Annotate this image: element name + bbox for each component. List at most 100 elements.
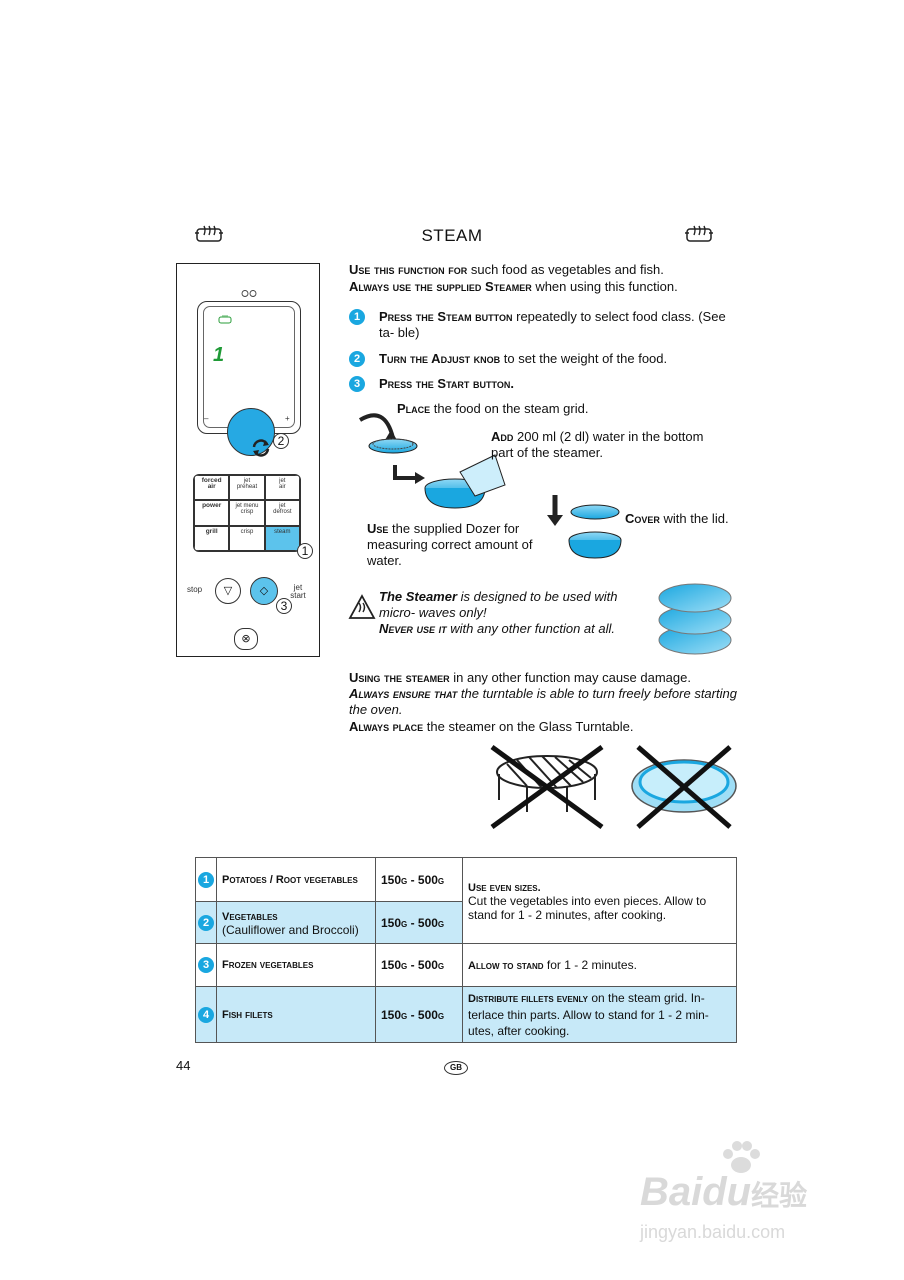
caption-rest: 200 ml (2 dl) water in the bottom part o… (491, 429, 704, 460)
watermark-brand2: du (702, 1170, 752, 1214)
hint-lead: Allow to stand (468, 960, 544, 972)
weight-cell: 150g - 500g (375, 943, 463, 987)
paw-icon (723, 1141, 760, 1173)
weight-cell: 150g - 500g (375, 986, 463, 1043)
table-row: 3 Frozen vegetables 150g - 500g Allow to… (195, 943, 737, 987)
power-button[interactable]: power (194, 500, 230, 526)
callout-2: 2 (273, 433, 289, 449)
watermark-logo: Baidu经验 (640, 1172, 870, 1216)
button-label: power (202, 502, 222, 510)
step-rest: repeatedly to select food class. (See ta… (379, 309, 726, 340)
note-lead: Always place (349, 719, 424, 734)
note-lead: Using the steamer (349, 670, 450, 685)
button-label: jet (279, 478, 286, 484)
note-3: Always place the steamer on the Glass Tu… (349, 719, 633, 735)
food-name: Vegetables (222, 910, 278, 923)
place-caption: Place the food on the steam grid. (397, 401, 588, 417)
page-title: STEAM (421, 226, 483, 245)
crossed-glass-dish-illustration (631, 745, 737, 829)
warning-rest: with any other function at all. (446, 621, 615, 636)
page-number: 44 (176, 1058, 191, 1073)
step-lead: Press the Steam button (379, 309, 513, 324)
row-number: 2 (198, 914, 214, 931)
note-rest: the steamer on the Glass Turntable. (423, 719, 634, 734)
button-label: defrost (273, 509, 292, 516)
weight-cell: 150g - 500g (375, 901, 463, 944)
intro-line-2: Always use the supplied Steamer when usi… (349, 279, 678, 295)
caption-rest: with the lid. (659, 511, 729, 526)
steam-icon (195, 225, 223, 242)
steam-indicator-icon (218, 315, 232, 324)
table-row: 2 Vegetables(Cauliflower and Broccoli) 1… (195, 901, 737, 944)
note-rest: the turntable is able to turn freely bef… (349, 686, 737, 717)
start-button[interactable]: ◇ (250, 577, 278, 605)
watermark-cn: 经验 (751, 1180, 808, 1211)
steamer-stack-illustration (658, 583, 732, 655)
warning-icon (348, 594, 376, 619)
button-label: air (278, 484, 286, 490)
rotate-icon (252, 439, 270, 457)
caption-lead: Place (397, 401, 431, 416)
step-lead: Press the Start button. (379, 376, 514, 391)
food-cell: Fish filets (216, 986, 376, 1043)
warning-rest: is designed to be used with micro- waves… (379, 589, 618, 620)
step-lead: Turn the Adjust knob (379, 351, 501, 366)
steamer-illustration (358, 413, 622, 559)
button-label: jet menu (235, 503, 259, 510)
intro-line-1: Use this function for such food as veget… (349, 262, 664, 278)
callout-1: 1 (297, 543, 313, 559)
adjust-knob[interactable] (227, 408, 275, 456)
caption-rest: the food on the steam grid. (430, 401, 589, 416)
warning-text: The Steamer is designed to be used with … (379, 589, 654, 637)
note-lead: Always ensure that (349, 686, 458, 701)
stop-label: stop (187, 585, 203, 594)
caption-lead: Use (367, 521, 389, 536)
steam-icon (685, 225, 713, 242)
crossed-grill-illustration (490, 744, 604, 830)
control-panel (176, 263, 320, 657)
note-rest: in any other function may cause damage. (449, 670, 691, 685)
crisp-button[interactable]: crisp (229, 525, 265, 551)
hint-cell: Distribute fillets evenly on the steam g… (462, 986, 737, 1043)
caption-lead: Cover (625, 511, 660, 526)
cover-caption: Cover with the lid. (625, 511, 729, 527)
button-label: jet (279, 503, 286, 510)
button-label: crisp (240, 528, 254, 535)
hint-rest: on the steam grid. In- terlace thin part… (468, 991, 709, 1038)
food-cell: Potatoes / Root vegetables (216, 857, 376, 902)
table-row: 4 Fish filets 150g - 500g Distribute fil… (195, 986, 737, 1043)
step-number: 2 (349, 351, 365, 367)
door-open-button[interactable]: ⊗ (234, 628, 258, 650)
row-number: 3 (198, 957, 214, 973)
warning-lead: Never use it (379, 621, 447, 636)
language-badge: GB (444, 1061, 468, 1075)
caption-rest: the supplied Dozer for measuring correct… (367, 521, 533, 568)
grill-button[interactable]: grill (194, 525, 230, 551)
hint-lead: Use even sizes. (468, 881, 541, 894)
warning-bold: The Steamer (379, 589, 458, 604)
weight-cell: 150g - 500g (375, 857, 463, 902)
callout-3: 3 (276, 598, 292, 614)
watermark-brand: Bai (640, 1170, 703, 1214)
steam-button[interactable]: steam (264, 525, 300, 551)
food-sub: (Cauliflower and Broccoli) (222, 922, 359, 937)
food-cell: Vegetables(Cauliflower and Broccoli) (216, 901, 376, 944)
intro-rest: when using this function. (531, 279, 678, 294)
hint-rest: Cut the vegetables into even pieces. All… (468, 893, 707, 922)
intro-lead: Use this function for (349, 262, 468, 277)
button-label: air (207, 483, 216, 490)
stop-button[interactable]: ▽ (215, 578, 241, 604)
hint-rest: for 1 - 2 minutes. (543, 958, 637, 972)
row-number-cell: 1 (195, 857, 217, 902)
watermark-url: jingyan.baidu.com (640, 1222, 786, 1242)
step-rest: to set the weight of the food. (500, 351, 668, 366)
button-label: preheat (236, 484, 258, 490)
intro-lead: Always use the supplied Steamer (349, 279, 532, 294)
step-number: 3 (349, 376, 365, 392)
